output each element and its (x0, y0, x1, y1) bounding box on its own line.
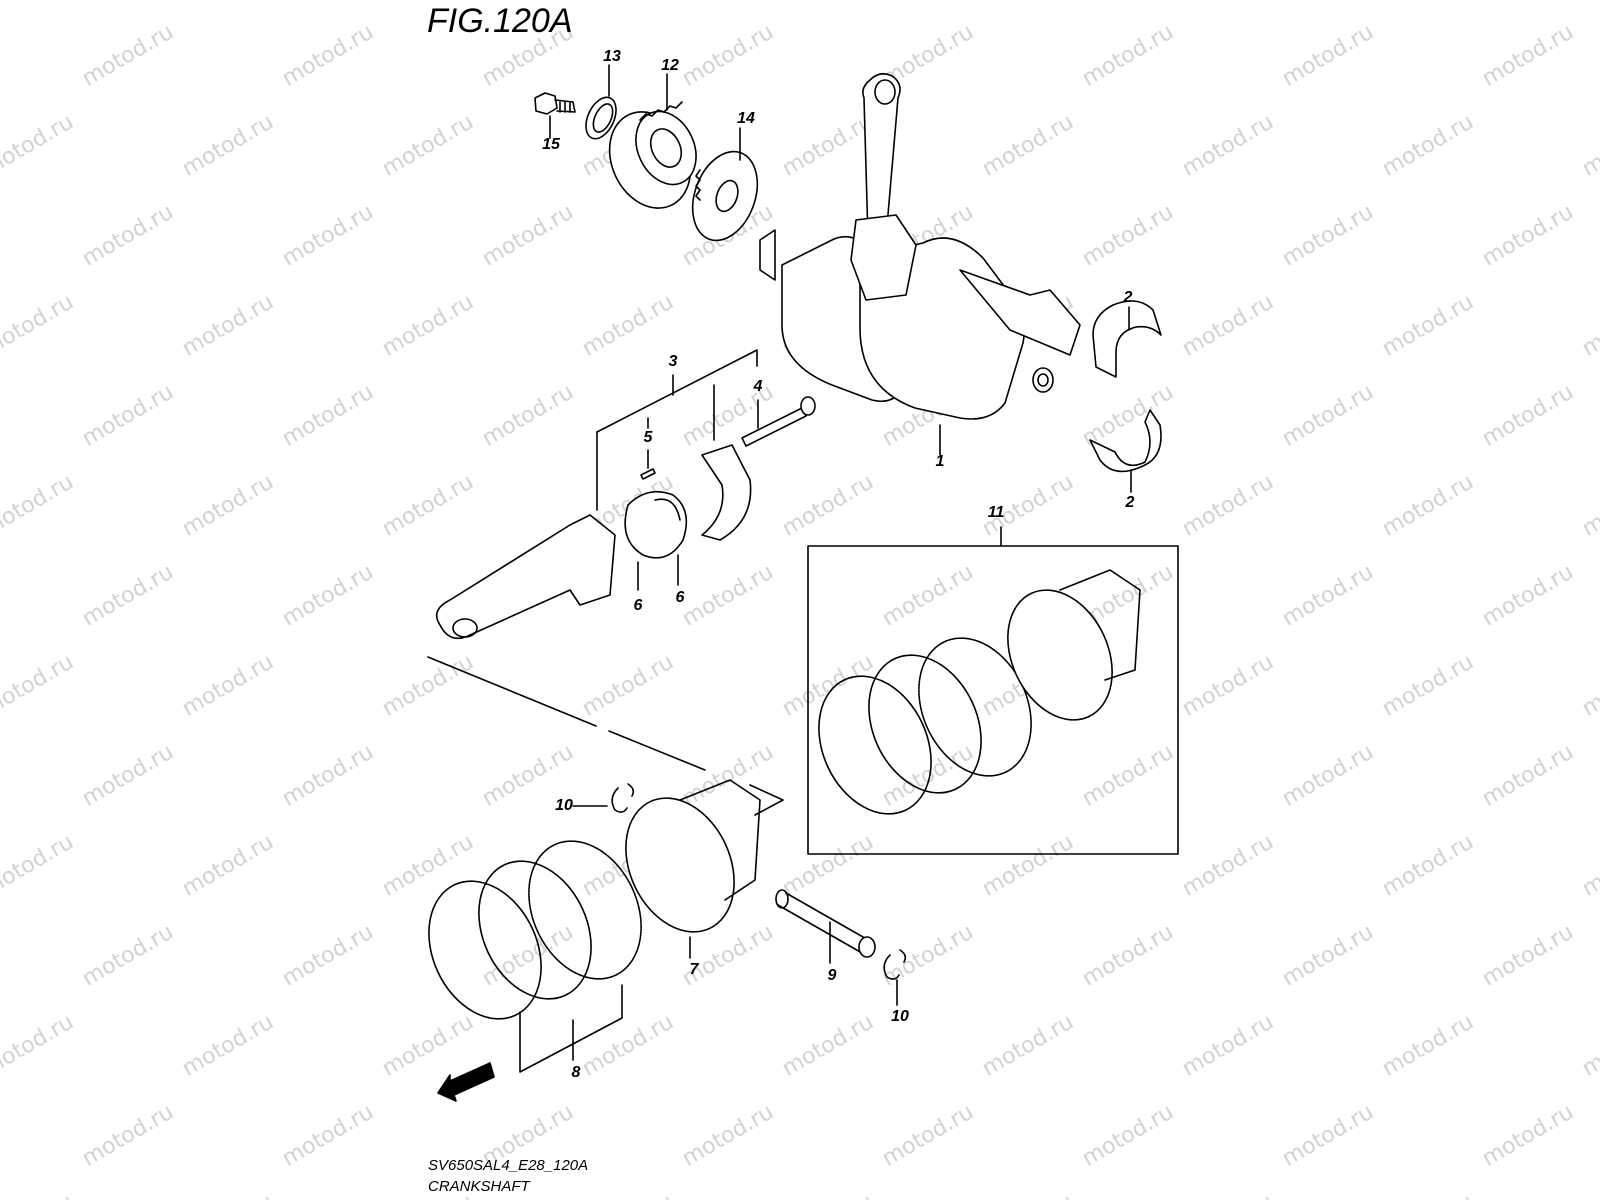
callout-crankshaft-bearing-upper[interactable]: 2 (1123, 289, 1133, 306)
part-2-bearing-lower[interactable] (1089, 409, 1162, 493)
callout-piston-pin[interactable]: 9 (827, 967, 837, 984)
piston-leader (749, 784, 784, 816)
callout-washer-gear[interactable]: 14 (737, 110, 755, 127)
callout-conrod-bearing-a[interactable]: 6 (633, 597, 643, 614)
callout-bolt[interactable]: 15 (542, 136, 560, 153)
callout-crankshaft-bearing-lower[interactable]: 2 (1125, 494, 1135, 511)
part-13-lock-washer[interactable] (580, 64, 622, 143)
callout-conrod-set[interactable]: 3 (668, 353, 678, 370)
callout-conrod-bolt[interactable]: 4 (753, 378, 763, 395)
assembly-leader (427, 656, 597, 727)
conrod-set-bracket (596, 349, 758, 511)
callout-crankshaft[interactable]: 1 (935, 453, 945, 470)
callout-piston-and-ring-set[interactable]: 11 (987, 504, 1005, 521)
part-8-piston-rings[interactable] (407, 823, 662, 1073)
part-9-piston-pin[interactable] (775, 889, 876, 964)
part-4-conrod-bolt[interactable] (741, 396, 816, 447)
assembly-leader-2 (608, 730, 706, 771)
part-1-crankshaft[interactable] (759, 72, 1081, 456)
callout-piston-ring-set[interactable]: 8 (571, 1064, 581, 1081)
callout-lock-washer[interactable]: 13 (603, 48, 621, 65)
fwd-arrow-icon (437, 1062, 495, 1102)
callout-pin[interactable]: 5 (643, 429, 653, 446)
conrod[interactable] (435, 514, 616, 640)
model-code: SV650SAL4_E28_120A (428, 1157, 589, 1174)
figure-caption: CRANKSHAFT (428, 1178, 530, 1195)
part-2-bearing-upper[interactable] (1092, 300, 1162, 378)
part-5-pin[interactable] (640, 449, 656, 480)
part-6-conrod-bearings[interactable] (624, 490, 688, 591)
callout-piston-pin-circlip-right[interactable]: 10 (891, 1008, 909, 1025)
conrod-cap[interactable] (701, 444, 752, 541)
callout-piston-pin-circlip-left[interactable]: 10 (555, 797, 573, 814)
part-15-bolt[interactable] (534, 92, 576, 139)
part-10-circlip-left[interactable] (572, 783, 635, 813)
part-14-washer-gear[interactable] (681, 127, 769, 249)
part-11-contents (818, 569, 1141, 815)
part-12-primary-drive-gear[interactable] (594, 73, 707, 221)
part-11-piston-set-box[interactable] (807, 545, 1179, 855)
callout-conrod-bearing-b[interactable]: 6 (675, 589, 685, 606)
part-7-piston[interactable] (605, 779, 761, 959)
callout-piston[interactable]: 7 (689, 961, 699, 978)
part-10-circlip-right[interactable] (883, 949, 907, 1006)
figure-title: FIG.120A (427, 2, 573, 40)
callout-primary-drive-gear[interactable]: 12 (661, 57, 679, 74)
